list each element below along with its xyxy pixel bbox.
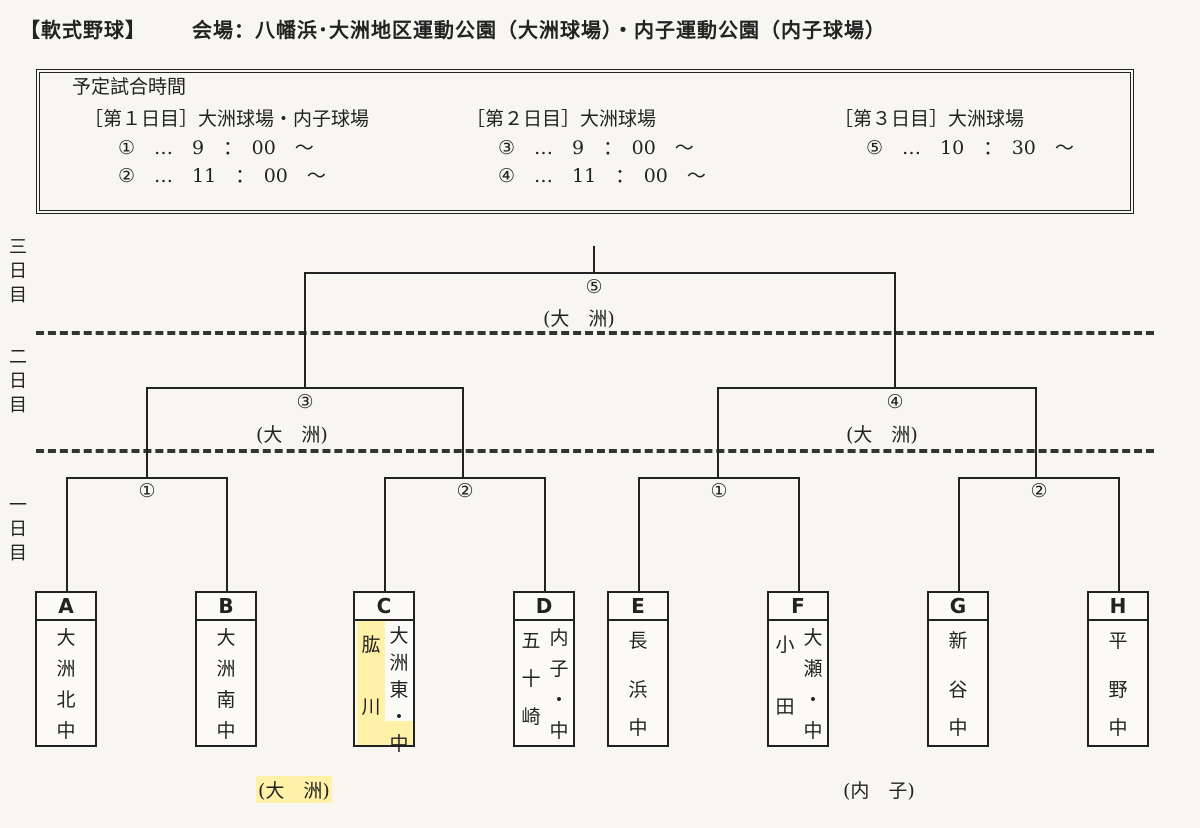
team-name-col2: 内子・中 [549, 627, 569, 742]
match-3-venue: (大 洲) [256, 424, 328, 446]
page-header: 【軟式野球】 会場：八幡浜･大洲地区運動公園（大洲球場）・内子運動公園（内子球場） [20, 14, 886, 43]
team-box-c: C 肱川 大洲東・中 [353, 591, 415, 755]
day2-label: 二日目 [9, 347, 27, 416]
day-divider-2-1 [36, 449, 1154, 453]
day1-venue-right: (内 子) [843, 780, 915, 802]
match-3-number: ③ [296, 391, 314, 413]
match-5-number: ⑤ [585, 276, 603, 298]
match4-time: ④ … 11 ： 00 〜 [498, 165, 706, 187]
team-name: 長浜中 [628, 630, 648, 739]
event-title: 【軟式野球】 [20, 18, 146, 42]
day-divider-3-2 [36, 331, 1154, 335]
team-letter: G [929, 593, 987, 621]
team-letter: H [1089, 593, 1147, 621]
team-letter: A [37, 593, 95, 621]
team-name-col2: 大洲東・中 [389, 625, 409, 755]
team-letter: C [355, 593, 413, 621]
match-4-venue: (大 洲) [846, 424, 918, 446]
team-letter: E [609, 593, 667, 621]
match-2b-number: ② [1030, 480, 1048, 502]
team-name: 新谷中 [948, 630, 968, 739]
team-box-a: A 大洲北中 [35, 591, 97, 747]
team-name: 大洲南中 [216, 627, 236, 742]
day3-schedule-label: ［第３日目］大洲球場 [834, 108, 1025, 130]
day1-label: 一日目 [9, 495, 27, 564]
team-box-d: D 五十崎 内子・中 [513, 591, 575, 747]
match-2a-number: ② [456, 480, 474, 502]
match2-time: ② … 11 ： 00 〜 [118, 165, 326, 187]
match3-time: ③ … 9 ： 00 〜 [498, 137, 694, 159]
match1-time: ① … 9 ： 00 〜 [118, 137, 314, 159]
team-box-b: B 大洲南中 [195, 591, 257, 747]
match-4-number: ④ [886, 391, 904, 413]
team-box-h: H 平野中 [1087, 591, 1149, 747]
team-name: 大洲北中 [56, 627, 76, 742]
team-name: 平野中 [1108, 630, 1128, 739]
day3-label: 三日目 [9, 237, 27, 306]
team-letter: B [197, 593, 255, 621]
team-letter: D [515, 593, 573, 621]
match-1a-number: ① [138, 480, 156, 502]
day1-schedule-label: ［第１日目］大洲球場・内子球場 [84, 108, 370, 130]
team-name-col1: 五十崎 [521, 630, 541, 728]
match-5-venue: (大 洲) [543, 308, 615, 330]
schedule-title: 予定試合時間 [72, 76, 187, 98]
team-letter: F [769, 593, 827, 621]
team-name-col1: 肱川 [361, 633, 381, 718]
team-box-g: G 新谷中 [927, 591, 989, 747]
match5-time: ⑤ … 10 ： 30 〜 [866, 137, 1074, 159]
team-box-e: E 長浜中 [607, 591, 669, 747]
match-1b-number: ① [710, 480, 728, 502]
team-name-col2: 大瀬・中 [803, 627, 823, 742]
day2-schedule-label: ［第２日目］大洲球場 [466, 108, 657, 130]
venue-line: 会場：八幡浜･大洲地区運動公園（大洲球場）・内子運動公園（内子球場） [192, 18, 886, 42]
team-name-col1: 小田 [775, 633, 795, 718]
schedule-box [36, 69, 1134, 214]
team-box-f: F 小田 大瀬・中 [767, 591, 829, 747]
day1-venue-left: (大 洲) [256, 776, 332, 803]
